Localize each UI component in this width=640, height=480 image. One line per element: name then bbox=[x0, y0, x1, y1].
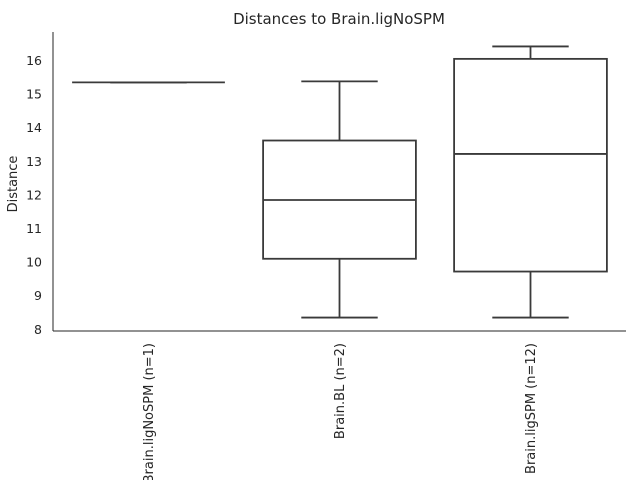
y-tick-label: 13 bbox=[26, 154, 42, 169]
y-tick-label: 15 bbox=[26, 87, 42, 102]
y-axis-label: Distance bbox=[6, 156, 21, 213]
box-iqr bbox=[453, 57, 608, 273]
y-tick-label: 9 bbox=[34, 288, 42, 303]
category-labels: Brain.ligNoSPM (n=1) Brain.BL (n=2) Brain.… bbox=[142, 343, 539, 480]
x-tick-label: Brain.ligNoSPM (n=1) bbox=[142, 343, 157, 480]
box-3 bbox=[453, 45, 608, 319]
y-tick-label: 12 bbox=[26, 187, 42, 202]
y-axis-ticks: 8 9 10 11 12 13 14 15 16 bbox=[26, 53, 42, 337]
x-tick-label: Brain.BL (n=2) bbox=[333, 343, 348, 439]
y-tick-label: 14 bbox=[26, 120, 42, 135]
chart-title: Distances to Brain.ligNoSPM bbox=[233, 10, 445, 28]
y-tick-label: 8 bbox=[34, 322, 42, 337]
y-tick-label: 11 bbox=[26, 221, 42, 236]
y-tick-label: 16 bbox=[26, 53, 42, 68]
box-2 bbox=[262, 80, 417, 319]
x-tick-label: Brain.ligSPM (n=12) bbox=[524, 343, 539, 474]
boxes bbox=[72, 45, 608, 319]
y-tick-label: 10 bbox=[26, 255, 42, 270]
